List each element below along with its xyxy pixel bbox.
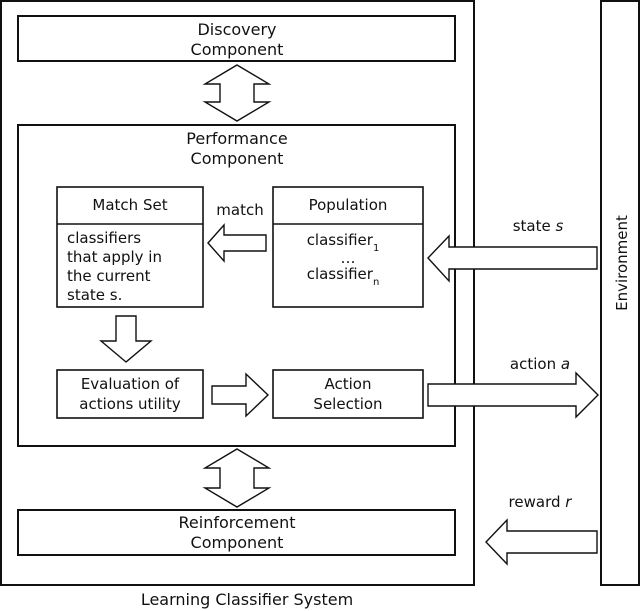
state-input-arrow — [427, 234, 598, 283]
action-symbol: a — [561, 355, 570, 373]
discovery-component-box — [17, 15, 456, 62]
match-set-line-3: the current — [67, 267, 151, 285]
discovery-performance-double-arrow — [202, 64, 272, 122]
action-output-arrow — [427, 371, 599, 419]
state-symbol: s — [555, 217, 563, 235]
population-ellipsis: … — [341, 249, 356, 267]
match-set-line-1: classifiers — [67, 229, 141, 247]
population-item-last: classifiern — [307, 265, 380, 288]
system-caption: Learning Classifier System — [141, 590, 353, 609]
action-prefix: action — [510, 355, 561, 373]
performance-line-1: Performance — [186, 129, 287, 148]
population-item-first-text: classifier — [307, 231, 374, 249]
evaluation-to-action-arrow — [211, 372, 270, 418]
reward-label: reward r — [509, 493, 573, 511]
population-title: Population — [309, 196, 388, 214]
performance-line-2: Component — [191, 149, 284, 168]
action-label: action a — [510, 355, 570, 373]
match-arrow — [207, 223, 267, 263]
match-set-title: Match Set — [92, 196, 167, 214]
environment-panel — [600, 0, 640, 586]
evaluation-box — [56, 369, 204, 419]
state-label: state s — [513, 217, 564, 235]
performance-reinforcement-double-arrow — [202, 448, 272, 508]
population-item-first-subscript: 1 — [373, 243, 379, 254]
match-set-line-2: that apply in — [67, 248, 162, 266]
match-label: match — [216, 201, 263, 219]
reward-symbol: r — [565, 493, 572, 511]
population-item-last-subscript: n — [373, 277, 379, 288]
reinforcement-component-box — [17, 509, 456, 556]
match-set-box — [56, 186, 204, 308]
reward-prefix: reward — [509, 493, 566, 511]
evaluation-line-2: actions utility — [79, 395, 181, 413]
environment-label: Environment — [613, 215, 631, 311]
evaluation-line-1: Evaluation of — [81, 375, 180, 393]
discovery-line-1: Discovery — [197, 20, 276, 39]
state-prefix: state — [513, 217, 556, 235]
reward-input-arrow — [485, 518, 598, 566]
match-set-line-4: state s. — [67, 286, 122, 304]
action-selection-line-1: Action — [325, 375, 372, 393]
population-item-last-text: classifier — [307, 265, 374, 283]
reinforcement-line-1: Reinforcement — [179, 513, 296, 532]
match-to-evaluation-arrow — [99, 315, 153, 363]
discovery-line-2: Component — [191, 40, 284, 59]
reinforcement-line-2: Component — [191, 533, 284, 552]
population-item-first: classifier1 — [307, 231, 380, 254]
action-selection-box — [272, 369, 424, 419]
action-selection-line-2: Selection — [313, 395, 382, 413]
population-box — [272, 186, 424, 308]
